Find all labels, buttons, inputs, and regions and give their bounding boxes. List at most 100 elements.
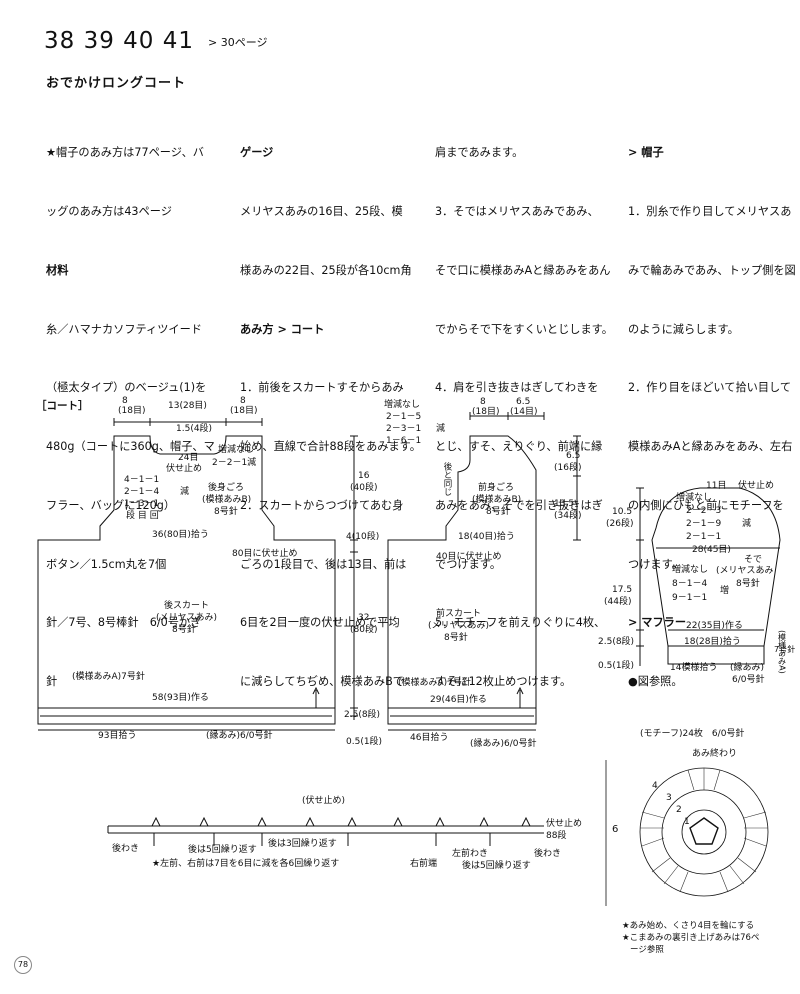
front-top-a: 8	[480, 397, 486, 407]
instructions-column: 肩まであみます。 3．そではメリヤスあみであみ、 そで口に模様あみAと縁あみをあ…	[435, 104, 613, 711]
text-line: 3．そではメリヤスあみであみ、	[435, 204, 599, 218]
sleeve-top-bind2: 伏せ止め	[738, 479, 774, 491]
text-line: ごろの1段目で、後は13目、前は	[240, 557, 407, 571]
sleeve-cuff: 22(35目)作る	[686, 619, 743, 631]
motif-round-2: 2	[676, 805, 682, 815]
text-line: に減らしてちぢめ、模様あみBで	[240, 675, 404, 689]
front-schematic	[387, 435, 537, 731]
back-top-right-sts: (18目)	[230, 405, 257, 416]
back-bodice: 後身ごろ	[208, 481, 244, 493]
motif-note-1: ★あみ始め、くさり4目を輪にする	[622, 920, 754, 931]
text-line: みで輪あみであみ、トップ側を図	[628, 263, 796, 277]
sleeve-width: 28(45目)	[692, 544, 731, 555]
text-line: ●図参照。	[628, 675, 683, 689]
section-label: ［コート］	[36, 399, 89, 412]
sleeve-cuff-edge: (縁あみ)	[730, 661, 764, 673]
text-line: 材料	[46, 263, 69, 277]
back-hem-pick: 93目拾う	[98, 729, 136, 741]
motif-end: あみ終わり	[692, 747, 737, 759]
front-top-b-sts: (14目)	[510, 406, 537, 417]
front-hem-pattern: (模様あみA)7号針	[398, 676, 471, 688]
motif-diagram	[605, 760, 769, 906]
chart-left-front: 左前わき	[452, 847, 488, 859]
sleeve-no-change: 増減なし	[676, 491, 712, 503]
back-hem-cast: 58(93目)作る	[152, 691, 209, 703]
back-arm-dec-label: 減	[180, 485, 189, 497]
chart-note: ★左前、右前は7目を6目に減を各6回繰り返す	[152, 857, 339, 869]
front-h3: 32	[358, 613, 369, 623]
front-hem-edge: (縁あみ)6/0号針	[470, 737, 537, 749]
sleeve-schematic	[636, 487, 781, 666]
front-bodice: 前身ごろ	[478, 481, 514, 493]
bind-off-chart	[107, 816, 544, 846]
text-line: 針／7号、8号棒針 6/0号かぎ	[46, 616, 202, 630]
text-line: ボタン／1.5cm丸を7個	[46, 557, 167, 571]
text-line: 6目を2目一度の伏せ止めで平均	[240, 616, 400, 630]
gauge-column: ゲージ メリヤスあみの16目、25段、模 様あみの22目、25段が各10cm角 …	[240, 104, 421, 711]
front-r1: 6.5	[566, 451, 580, 461]
back-neck-dec: 2－2－1減	[212, 456, 256, 468]
page-number: 78	[14, 956, 32, 974]
sleeve-h1: 10.5	[612, 507, 632, 517]
text-line: メリヤスあみの16目、25段、模	[240, 204, 403, 218]
front-h5: 0.5(1段)	[346, 735, 382, 747]
sleeve-name: そで	[744, 554, 762, 565]
page-numbers: 38 39 40 41	[44, 28, 194, 54]
text-line: 1．別糸で作り目してメリヤスあ	[628, 204, 792, 218]
chart-rep3: 後は5回繰り返す	[462, 859, 531, 871]
sleeve-cuff-pick: 14模様拾う	[670, 661, 717, 673]
front-r1-rows: (16段)	[554, 461, 581, 473]
text-line: 模様あみAと縁あみをあみ、左右	[628, 440, 793, 454]
front-dec-1: 2－1－5	[386, 412, 421, 422]
back-bodice-pattern: (模様あみB)	[202, 493, 251, 505]
chart-rep1: 後は5回繰り返す	[188, 843, 257, 855]
sleeve-h2: 17.5	[612, 585, 632, 595]
text-line: あみ方 > コート	[240, 322, 325, 336]
front-skirt-needle: 8号針	[444, 631, 468, 643]
front-h2: 4(10段)	[346, 530, 379, 542]
front-hem-pick: 46目拾う	[410, 731, 448, 743]
motif-title: (モチーフ)24枚 6/0号針	[640, 727, 744, 739]
front-dimension-lines	[350, 412, 581, 720]
back-arm-dec-3: 1－3－1	[124, 499, 159, 509]
back-arm-dec-4: 段 目 回	[126, 509, 159, 521]
sleeve-inc-2: 9－1－1	[672, 593, 707, 603]
front-pickup: 18(40目)拾う	[458, 530, 515, 542]
text-line: でからそで下をすくいとじします。	[435, 322, 613, 336]
back-neck-sts: 24目	[178, 452, 198, 463]
chart-right-edge: 後わき	[534, 847, 561, 859]
text-line: とじ、すそ、えりぐり、前端に縁	[435, 440, 603, 454]
sleeve-stitch: (メリヤスあみ	[716, 565, 774, 576]
front-dec-2: 2－3－1	[386, 424, 421, 434]
front-dec-3: 1－6－1	[386, 436, 421, 446]
motif-note-2: ★こまあみの裏引き上げあみは76ペ	[622, 932, 759, 943]
front-h4: 2.5(8段)	[344, 708, 380, 720]
front-top-b: 6.5	[516, 397, 530, 407]
text-line: 始め、直線で合計88段をあみます。	[240, 440, 421, 454]
sleeve-h1-rows: (26段)	[606, 517, 633, 529]
motif-round-1: 1	[684, 817, 690, 827]
back-top-left: 8	[122, 396, 128, 406]
chart-count: 88段	[546, 829, 566, 841]
sleeve-cuff2: 18(28目)拾う	[684, 635, 741, 647]
text-line: の内側にひもと前にモチーフを	[628, 498, 784, 512]
text-line: 2．作り目をほどいて拾い目して	[628, 381, 792, 395]
back-bodice-needle: 8号針	[214, 505, 238, 517]
sleeve-dec-label: 減	[742, 517, 751, 529]
chart-right-front: 右前端	[410, 857, 437, 869]
text-line: ゲージ	[240, 146, 274, 160]
text-line: あみをあみ、そでを引き抜きはぎ	[435, 498, 603, 512]
front-r2: 13.5	[554, 499, 574, 509]
front-h1: 16	[358, 471, 370, 481]
back-bind-off: 80目に伏せ止め	[232, 547, 297, 559]
sleeve-side-b: 7号針	[774, 644, 795, 654]
text-line: 糸／ハマナカソフティツイード	[46, 322, 202, 336]
sleeve-no-change2: 増減なし	[672, 563, 708, 575]
sleeve-needle: 8号針	[736, 577, 760, 589]
back-top-left-sts: (18目)	[118, 405, 145, 416]
back-neck-rows: 1.5(4段)	[176, 422, 212, 434]
chart-label: (伏せ止め)	[302, 794, 345, 806]
front-h3-rows: (80段)	[350, 623, 377, 635]
back-schematic	[37, 418, 336, 731]
